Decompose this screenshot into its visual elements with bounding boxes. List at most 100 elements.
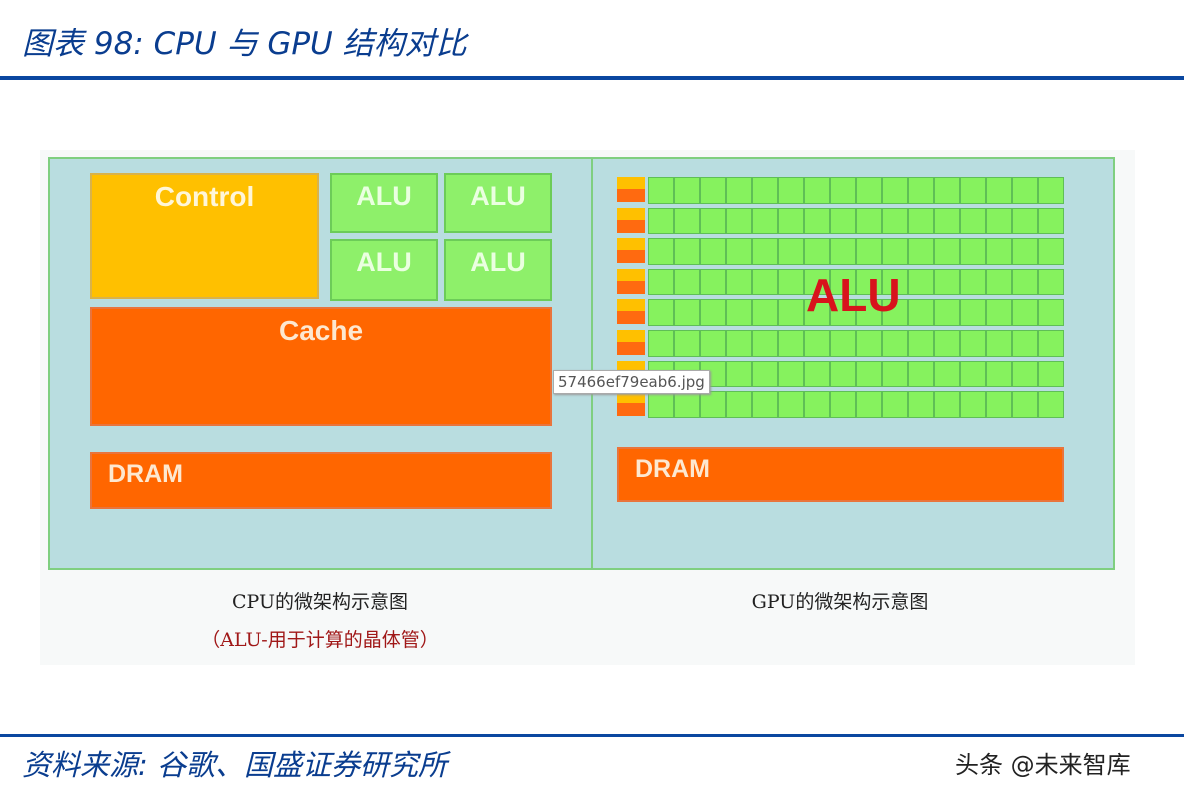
gpu-alu-cell <box>908 330 934 357</box>
gpu-alu-cell <box>882 299 908 326</box>
gpu-alu-cell <box>986 207 1012 235</box>
gpu-alu-cell <box>908 268 934 296</box>
gpu-alu-cell <box>1012 238 1038 265</box>
gpu-alu-cell <box>726 330 752 357</box>
gpu-alu-cell <box>986 177 1012 204</box>
gpu-alu-cell <box>830 177 856 204</box>
gpu-alu-cell <box>986 238 1012 265</box>
gpu-alu-cell <box>908 238 934 265</box>
gpu-alu-cell <box>830 299 856 326</box>
gpu-alu-cell <box>960 299 986 326</box>
gpu-alu-cell <box>778 268 804 296</box>
gpu-control-cell <box>617 177 645 189</box>
gpu-alu-cell <box>934 177 960 204</box>
gpu-alu-cell <box>778 238 804 265</box>
gpu-alu-cell <box>882 391 908 418</box>
gpu-alu-cell <box>752 268 778 296</box>
gpu-alu-cell <box>960 360 986 388</box>
cpu-cache-block: Cache <box>90 307 552 426</box>
gpu-alu-cell <box>648 207 674 235</box>
gpu-alu-cell <box>1038 238 1064 265</box>
gpu-alu-cell <box>1038 330 1064 357</box>
gpu-alu-cell <box>856 177 882 204</box>
gpu-dram-block: DRAM <box>617 447 1064 502</box>
gpu-alu-cell <box>804 360 830 388</box>
cpu-alu-block: ALU <box>444 239 552 301</box>
gpu-alu-cell <box>960 330 986 357</box>
gpu-alu-cell <box>986 330 1012 357</box>
gpu-alu-cell <box>1012 268 1038 296</box>
cpu-alu-block: ALU <box>444 173 552 233</box>
gpu-alu-cell <box>1012 207 1038 235</box>
gpu-alu-cell <box>856 299 882 326</box>
gpu-control-cell <box>617 207 645 220</box>
gpu-alu-cell <box>804 177 830 204</box>
gpu-cache-cell <box>617 280 645 294</box>
gpu-alu-cell <box>882 207 908 235</box>
gpu-alu-cell <box>1038 177 1064 204</box>
gpu-alu-cell <box>908 177 934 204</box>
gpu-alu-cell <box>700 207 726 235</box>
gpu-alu-cell <box>856 360 882 388</box>
gpu-alu-cell <box>778 330 804 357</box>
gpu-alu-cell <box>752 360 778 388</box>
cpu-gpu-divider <box>591 157 593 570</box>
gpu-alu-cell <box>960 391 986 418</box>
gpu-alu-cell <box>752 207 778 235</box>
gpu-alu-cell <box>882 177 908 204</box>
filename-tooltip: 57466ef79eab6.jpg <box>553 370 710 394</box>
gpu-caption: GPU的微架构示意图 <box>751 591 929 613</box>
gpu-alu-cell <box>1012 177 1038 204</box>
gpu-alu-cell <box>986 268 1012 296</box>
gpu-alu-cell <box>882 330 908 357</box>
gpu-control-cell <box>617 268 645 281</box>
gpu-alu-cell <box>726 391 752 418</box>
gpu-alu-cell <box>674 391 700 418</box>
gpu-cache-cell <box>617 189 645 202</box>
gpu-alu-cell <box>1012 299 1038 326</box>
gpu-alu-cell <box>986 299 1012 326</box>
gpu-alu-cell <box>1012 391 1038 418</box>
gpu-alu-cell <box>830 268 856 296</box>
gpu-alu-cell <box>726 360 752 388</box>
gpu-alu-cell <box>856 391 882 418</box>
gpu-alu-cell <box>934 330 960 357</box>
gpu-alu-cell <box>934 207 960 235</box>
gpu-cache-cell <box>617 342 645 355</box>
figure-title: 图表 98: CPU 与 GPU 结构对比 <box>22 26 467 62</box>
gpu-control-cell <box>617 330 645 342</box>
gpu-alu-cell <box>648 238 674 265</box>
cpu-alu-block: ALU <box>330 239 438 301</box>
gpu-alu-cell <box>908 391 934 418</box>
gpu-alu-cell <box>752 177 778 204</box>
gpu-alu-cell <box>700 238 726 265</box>
gpu-alu-cell <box>908 207 934 235</box>
gpu-alu-cell <box>934 360 960 388</box>
gpu-alu-cell <box>934 299 960 326</box>
gpu-alu-cell <box>986 360 1012 388</box>
gpu-alu-cell <box>882 238 908 265</box>
gpu-control-cell <box>617 360 645 373</box>
gpu-alu-cell <box>1038 360 1064 388</box>
gpu-alu-cell <box>960 177 986 204</box>
cpu-alu-block: ALU <box>330 173 438 233</box>
gpu-alu-cell <box>674 268 700 296</box>
gpu-alu-cell <box>1038 207 1064 235</box>
gpu-cache-cell <box>617 311 645 325</box>
gpu-alu-cell <box>752 238 778 265</box>
gpu-alu-label: ALU <box>806 269 901 321</box>
gpu-alu-cell <box>1038 391 1064 418</box>
gpu-alu-cell <box>778 391 804 418</box>
gpu-alu-cell <box>934 238 960 265</box>
gpu-alu-cell <box>726 207 752 235</box>
gpu-alu-cell <box>700 177 726 204</box>
gpu-alu-cell <box>674 177 700 204</box>
gpu-cache-cell <box>617 250 645 264</box>
gpu-alu-cell <box>1012 330 1038 357</box>
gpu-alu-cell <box>752 299 778 326</box>
gpu-alu-cell <box>778 207 804 235</box>
gpu-cache-cell <box>617 219 645 233</box>
gpu-alu-cell <box>804 268 830 296</box>
gpu-alu-cell <box>882 268 908 296</box>
gpu-alu-cell <box>908 360 934 388</box>
